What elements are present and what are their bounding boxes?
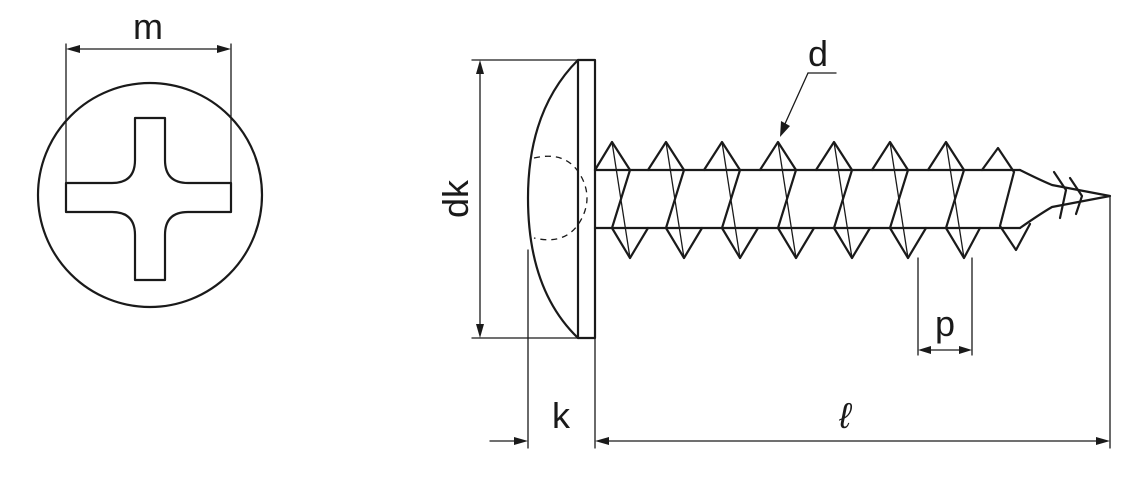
screw-side-view bbox=[526, 58, 1112, 340]
label-l: ℓ bbox=[838, 395, 853, 436]
head-top-view bbox=[36, 81, 264, 309]
label-p: p bbox=[935, 303, 955, 344]
dimension-l: ℓ bbox=[595, 195, 1111, 449]
screw-head bbox=[526, 58, 597, 340]
label-k: k bbox=[552, 395, 571, 436]
screw-threads bbox=[593, 140, 1032, 260]
dimension-dk: dk bbox=[435, 59, 579, 339]
dimension-m: m bbox=[65, 6, 232, 184]
dimension-k: k bbox=[489, 249, 596, 449]
head-outline-circle bbox=[36, 81, 264, 309]
dimension-p: p bbox=[917, 257, 973, 356]
label-dk: dk bbox=[435, 179, 476, 218]
label-m: m bbox=[133, 6, 163, 47]
screw-shank bbox=[593, 168, 1022, 230]
label-d: d bbox=[808, 33, 828, 74]
recess-hidden-line bbox=[533, 155, 588, 241]
dimension-d: d bbox=[780, 33, 837, 137]
phillips-recess-icon bbox=[64, 116, 233, 282]
